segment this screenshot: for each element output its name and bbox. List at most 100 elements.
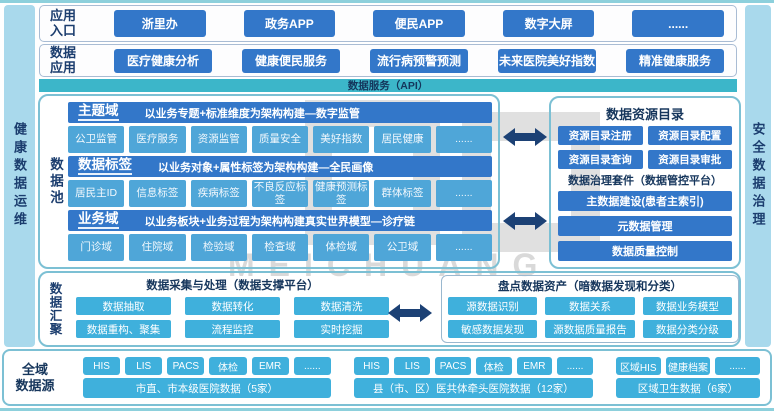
source-system-tag: ...... — [557, 357, 593, 375]
data-collection-item: 数据清洗 — [294, 297, 389, 315]
source-group-2-name: 县（市、区）医共体牵头医院数据（12家） — [353, 378, 593, 398]
catalog-item: 资源目录查询 — [558, 150, 643, 169]
entry-item: 浙里办 — [114, 10, 206, 37]
data-tag-item: ...... — [435, 180, 492, 207]
data-collection-item: 数据抽取 — [76, 297, 171, 315]
data-asset-inventory-item: 源数据质量报告 — [545, 320, 635, 338]
data-collection-item: 流程监控 — [185, 320, 280, 338]
business-domain-title: 业务域 — [78, 212, 119, 229]
sidebar-health-data-ops: 健康数据运维 — [4, 5, 35, 347]
subject-domain-item: 医疗服务 — [129, 126, 186, 153]
entry-item: 便民APP — [373, 10, 465, 37]
catalog-item: 资源目录配置 — [647, 126, 732, 145]
data-collection-item: 数据转化 — [185, 297, 280, 315]
business-domain-item: 检查域 — [251, 234, 309, 261]
business-domain-item: 体检域 — [313, 234, 370, 261]
source-system-tag: PACS — [435, 357, 471, 375]
source-system-tag: LIS — [394, 357, 431, 375]
source-system-tag: 健康档案 — [665, 357, 711, 375]
app-row-label-line1: 数据 — [49, 44, 76, 60]
entry-item: 政务APP — [243, 10, 336, 37]
app-row-label: 数据 应用 — [46, 44, 80, 76]
subject-domain-item: 资源监管 — [190, 126, 247, 153]
data-service-api-bar: 数据服务（API） — [39, 79, 737, 92]
source-system-tag: EMR — [251, 357, 289, 375]
data-collection-items: 数据抽取数据转化数据清洗数据重构、聚集流程监控实时挖掘 — [70, 297, 395, 338]
data-resource-catalog-panel: 数据资源目录 资源目录注册资源目录配置资源目录查询资源目录审批 数据治理套件（数… — [549, 96, 741, 269]
app-item: 精准健康服务 — [626, 48, 724, 73]
entry-row-label: 应用 入口 — [46, 7, 80, 39]
subject-domain-item: 公卫监管 — [68, 126, 125, 153]
data-tag-item: 健康预测标签 — [313, 180, 370, 207]
entry-row-label-line1: 应用 — [49, 7, 76, 23]
data-sources-label-line1: 全域 — [21, 361, 48, 377]
source-system-tag: 体检 — [475, 357, 512, 375]
app-items: 医疗健康分析健康便民服务流行病预警预测未来医院美好指数精准健康服务 — [114, 48, 724, 73]
top-border-line — [0, 0, 774, 3]
business-domain-item: 检验域 — [190, 234, 247, 261]
entry-item: 数字大屏 — [502, 10, 595, 37]
business-domain-header: 业务域 以业务板块+业务过程为架构构建真实世界模型—诊疗链 — [68, 210, 492, 231]
business-domain-items: 门诊域住院域检验域检查域体检域公卫域...... — [68, 234, 492, 261]
sidebar-security-governance: 安全数据治理 — [745, 5, 771, 347]
source-group-3-name: 区域卫生数据（6家） — [615, 378, 760, 398]
bottom-border-line — [0, 408, 774, 411]
business-domain-item: ...... — [435, 234, 492, 261]
governance-suite-item: 元数据管理 — [558, 216, 732, 236]
data-sources-label-line2: 数据源 — [15, 377, 55, 393]
data-collection-group: 数据采集与处理（数据支撑平台） 数据抽取数据转化数据清洗数据重构、聚集流程监控实… — [70, 277, 395, 338]
source-system-tag: HIS — [353, 357, 390, 375]
source-system-tag: EMR — [516, 357, 553, 375]
data-asset-inventory-group: 盘点数据资产（暗数据发现和分类） 源数据识别数据关系数据业务模型敏感数据发现源数… — [441, 275, 739, 343]
governance-suite-items: 主数据建设(患者主索引)元数据管理数据质量控制 — [558, 191, 732, 261]
governance-suite-item: 数据质量控制 — [558, 241, 732, 261]
subject-domain-item: ...... — [435, 126, 492, 153]
data-aggregation-label: 数据汇聚 — [47, 282, 62, 336]
data-sources-label: 全域 数据源 — [10, 362, 60, 393]
data-tag-title: 数据标签 — [78, 158, 132, 175]
source-group-1-name: 市直、市本级医院数据（5家） — [83, 378, 331, 398]
catalog-item: 资源目录注册 — [558, 126, 643, 145]
subject-domain-item: 质量安全 — [251, 126, 309, 153]
subject-domain-items: 公卫监管医疗服务资源监管质量安全美好指数居民健康...... — [68, 126, 492, 153]
data-asset-inventory-item: 源数据识别 — [448, 297, 538, 315]
data-tag-desc: 以业务对象+属性标签为架构构建—全民画像 — [158, 161, 374, 174]
subject-domain-item: 居民健康 — [374, 126, 431, 153]
catalog-item: 资源目录审批 — [647, 150, 732, 169]
data-asset-inventory-item: 数据业务模型 — [642, 297, 732, 315]
source-system-tag: LIS — [125, 357, 163, 375]
source-system-tag: 区域HIS — [615, 357, 661, 375]
data-tag-item: 居民主ID — [68, 180, 125, 207]
catalog-title: 数据资源目录 — [605, 107, 684, 122]
catalog-items: 资源目录注册资源目录配置资源目录查询资源目录审批 — [558, 126, 732, 169]
data-aggregation-panel: 数据汇聚 数据采集与处理（数据支撑平台） 数据抽取数据转化数据清洗数据重构、聚集… — [38, 271, 741, 347]
data-asset-inventory-title: 盘点数据资产（暗数据发现和分类） — [498, 281, 682, 293]
subject-domain-desc: 以业务专题+标准维度为架构构建—数字监管 — [144, 107, 360, 120]
double-arrow-icon — [503, 128, 547, 146]
subject-domain-item: 美好指数 — [313, 126, 370, 153]
data-asset-inventory-items: 源数据识别数据关系数据业务模型敏感数据发现源数据质量报告数据分类分级 — [448, 297, 732, 338]
data-tag-header: 数据标签 以业务对象+属性标签为架构构建—全民画像 — [68, 156, 492, 177]
source-system-tag: ...... — [293, 357, 331, 375]
app-item: 未来医院美好指数 — [498, 48, 596, 73]
governance-suite-title: 数据治理套件（数据管控平台） — [568, 175, 722, 187]
app-item: 流行病预警预测 — [370, 48, 468, 73]
source-system-tag: 体检 — [209, 357, 247, 375]
business-domain-item: 住院域 — [129, 234, 186, 261]
app-item: 健康便民服务 — [242, 48, 340, 73]
data-tag-item: 疾病标签 — [190, 180, 247, 207]
entry-row-label-line2: 入口 — [49, 22, 76, 38]
source-system-tag: ...... — [715, 357, 760, 375]
data-asset-inventory-item: 数据关系 — [545, 297, 635, 315]
data-pool-label: 数据池 — [48, 156, 63, 207]
data-collection-title: 数据采集与处理（数据支撑平台） — [146, 280, 319, 292]
